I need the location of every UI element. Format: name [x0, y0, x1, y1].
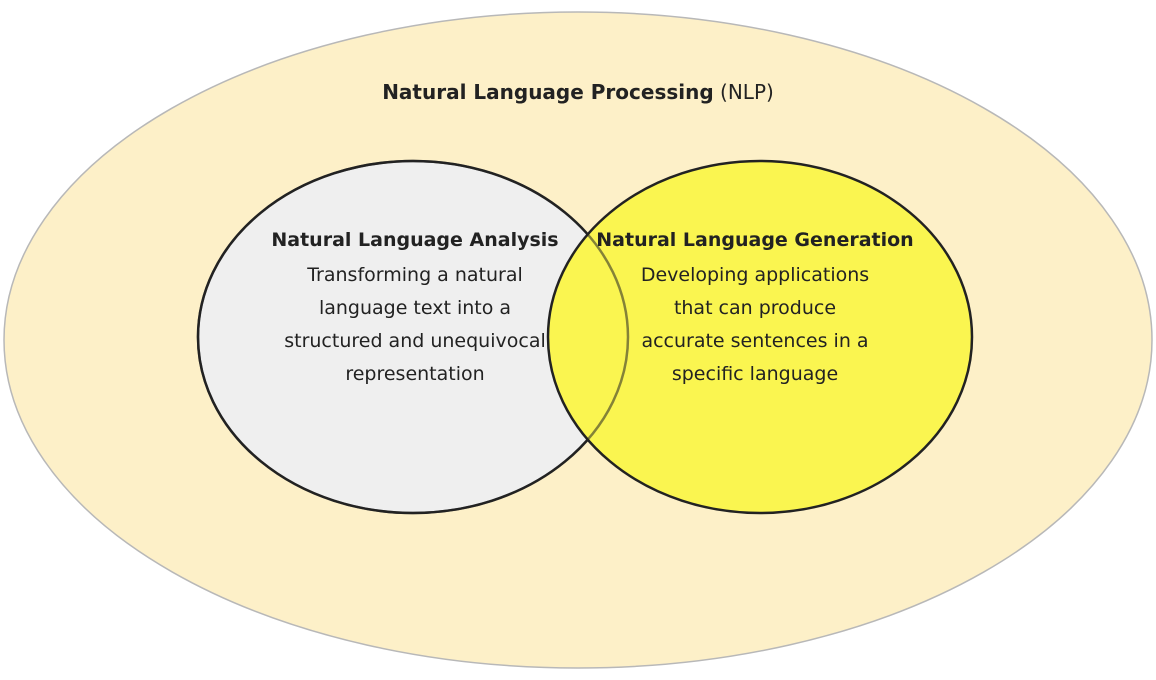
- generation-circle: [546, 159, 974, 515]
- diagram-title: Natural Language Processing (NLP): [378, 80, 778, 104]
- generation-label: Natural Language Generation Developing a…: [580, 229, 930, 391]
- analysis-circle-outline: [196, 159, 630, 515]
- generation-title: Natural Language Generation: [596, 229, 914, 251]
- generation-description: Developing applications that can produce…: [640, 264, 870, 385]
- analysis-label: Natural Language Analysis Transforming a…: [250, 229, 580, 391]
- diagram-title-bold: Natural Language Processing: [382, 80, 714, 104]
- diagram-title-suffix: (NLP): [720, 80, 774, 104]
- analysis-title: Natural Language Analysis: [271, 229, 559, 251]
- analysis-description: Transforming a natural language text int…: [284, 264, 546, 385]
